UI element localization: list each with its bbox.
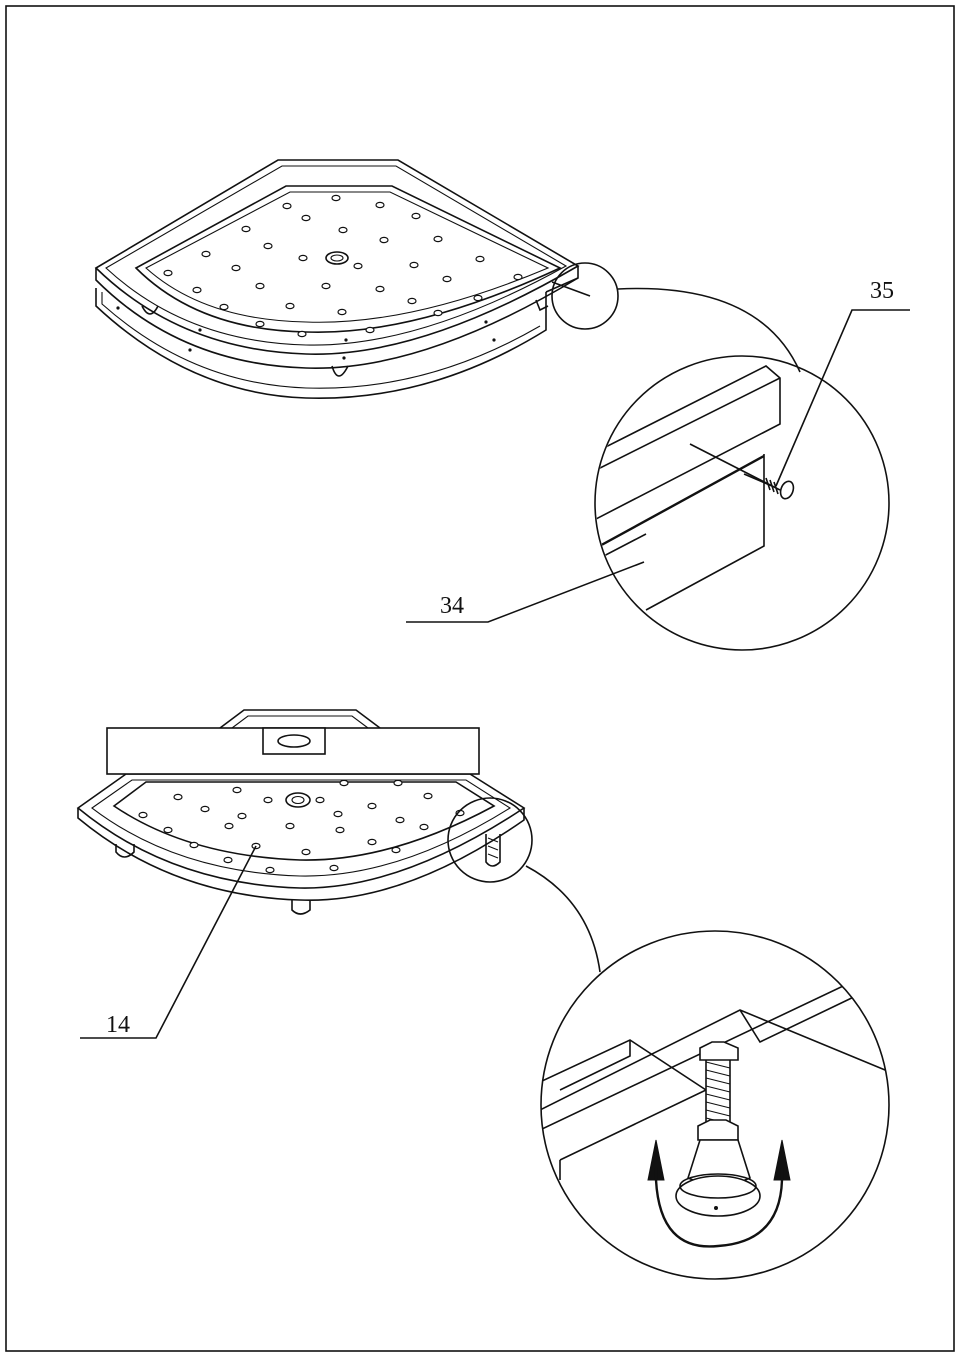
detail-marker-top	[551, 262, 619, 330]
screw-35	[743, 473, 795, 500]
label-35: 35	[870, 278, 894, 304]
label-34: 34	[440, 593, 464, 619]
label-14: 14	[106, 1012, 130, 1038]
detail-magnified-panel	[594, 355, 890, 651]
shower-tray-bottom	[76, 709, 526, 915]
shower-tray-top	[94, 159, 580, 400]
anti-slip-dots-bottom	[138, 779, 465, 874]
callout-14: 14	[80, 845, 257, 1039]
detail-marker-bottom	[447, 797, 533, 883]
anti-slip-dots-top	[163, 194, 523, 338]
callout-34: 34	[406, 561, 645, 623]
detail-magnified-leg	[540, 930, 890, 1280]
page-border	[5, 5, 955, 1352]
callout-35: 35	[775, 278, 910, 487]
spirit-level	[106, 727, 480, 775]
